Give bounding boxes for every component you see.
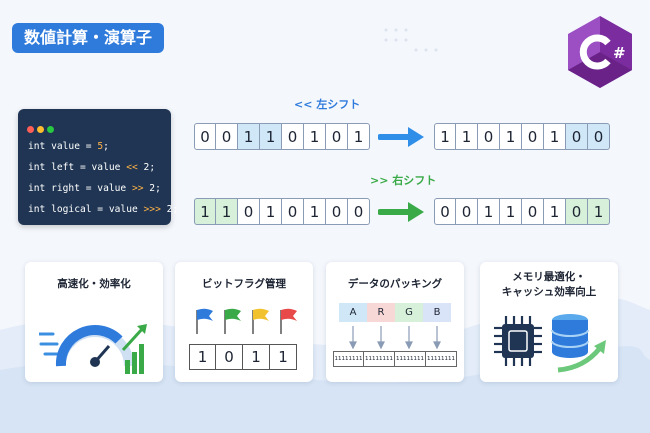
channel-b: B xyxy=(423,303,451,322)
code-line: int value = 5; xyxy=(28,136,178,157)
channel-r: R xyxy=(367,303,395,322)
bit-cell: 1 xyxy=(588,198,610,225)
channel-a: A xyxy=(339,303,367,322)
code-window: int value = 5; int left = value << 2; in… xyxy=(18,109,178,225)
cpu-memory-icon xyxy=(494,314,606,373)
bit-cell: 0 xyxy=(348,198,370,225)
page-title: 数値計算・演算子 xyxy=(12,23,165,53)
bit-cell: 1 xyxy=(304,198,326,225)
code-operator: >>> xyxy=(143,204,161,215)
channel-g: G xyxy=(395,303,423,322)
bit-cell: 0 xyxy=(456,198,478,225)
byte-cell: 11111111 xyxy=(426,351,457,367)
bit-cell: 1 xyxy=(500,123,522,150)
minimize-dot xyxy=(37,126,44,133)
bit-cell: 1 xyxy=(304,123,326,150)
bit-cell: 1 xyxy=(260,198,282,225)
code-text: 2; xyxy=(137,162,156,173)
right-shift-label: >> 右シフト xyxy=(370,174,437,187)
bit-cell: 0 xyxy=(478,123,500,150)
maximize-dot xyxy=(47,126,54,133)
bit-cell: 0 xyxy=(282,198,304,225)
code-line: int right = value >> 2; xyxy=(28,178,178,199)
card-title-line: キャッシュ効率向上 xyxy=(501,286,597,298)
bit-cell: 0 xyxy=(566,123,588,150)
flag-bits: 1 0 1 1 xyxy=(189,344,297,370)
card-title-line: メモリ最適化・ xyxy=(512,271,586,283)
bit-cell: 0 xyxy=(282,123,304,150)
bit-cell: 0 xyxy=(216,123,238,150)
code-text: ; xyxy=(103,141,109,152)
code-text: 2; xyxy=(160,204,179,215)
card-title: データのパッキング xyxy=(347,278,443,290)
flag-bit: 1 xyxy=(243,344,270,370)
bit-cell: 0 xyxy=(326,198,348,225)
flag-bit: 1 xyxy=(189,344,216,370)
code-operator: << xyxy=(126,162,138,173)
code-operator: 5 xyxy=(97,141,104,152)
bit-cell: 1 xyxy=(456,123,478,150)
card-title: ビットフラグ管理 xyxy=(202,278,286,290)
window-controls xyxy=(27,118,57,137)
down-arrows-icon xyxy=(349,326,441,350)
close-dot xyxy=(27,126,34,133)
bit-cell: 1 xyxy=(238,123,260,150)
bit-cell: 1 xyxy=(500,198,522,225)
flag-bit: 1 xyxy=(270,344,297,370)
code-text: int left = value xyxy=(28,162,127,173)
byte-cell: 11111111 xyxy=(395,351,426,367)
bit-cell: 1 xyxy=(260,123,282,150)
bit-cell: 0 xyxy=(194,123,216,150)
bit-cell: 1 xyxy=(478,198,500,225)
code-line: int logical = value >>> 2; xyxy=(28,199,178,220)
bit-cell: 0 xyxy=(522,198,544,225)
svg-text:#: # xyxy=(613,44,626,62)
bit-cell: 0 xyxy=(326,123,348,150)
speedometer-icon xyxy=(39,324,147,374)
argb-channels: A R G B xyxy=(339,303,451,322)
bit-cell: 1 xyxy=(216,198,238,225)
bit-cell: 0 xyxy=(566,198,588,225)
packed-bytes: 11111111 11111111 11111111 11111111 xyxy=(333,351,457,367)
code-text: 2; xyxy=(143,183,161,194)
card-title: 高速化・効率化 xyxy=(57,278,131,290)
code-text: int right = value xyxy=(28,183,132,194)
card-speed: 高速化・効率化 xyxy=(25,262,163,382)
bit-cell: 1 xyxy=(194,198,216,225)
byte-cell: 11111111 xyxy=(364,351,395,367)
byte-cell: 11111111 xyxy=(333,351,364,367)
bit-cell: 0 xyxy=(522,123,544,150)
card-data-packing: データのパッキング A R G B 11111111 11111111 1111… xyxy=(326,262,464,382)
bit-cell: 1 xyxy=(544,123,566,150)
bit-cell: 1 xyxy=(348,123,370,150)
code-operator: >> xyxy=(131,183,144,194)
card-memory: メモリ最適化・ キャッシュ効率向上 xyxy=(480,262,618,382)
flag-bit: 0 xyxy=(216,344,243,370)
flags-icon xyxy=(196,308,297,334)
left-shift-label: << 左シフト xyxy=(294,98,361,111)
code-text: int value = xyxy=(28,141,98,152)
right-arrow-icon xyxy=(378,202,424,222)
code-text: int logical = value xyxy=(28,204,144,215)
bit-cell: 0 xyxy=(434,198,456,225)
right-arrow-icon xyxy=(378,127,424,147)
card-title: メモリ最適化・ キャッシュ効率向上 xyxy=(480,270,618,300)
card-bit-flags: ビットフラグ管理 1 0 1 1 xyxy=(175,262,313,382)
code-line: int left = value << 2; xyxy=(28,157,178,178)
csharp-logo-icon: # xyxy=(568,16,632,88)
bit-cell: 0 xyxy=(238,198,260,225)
bit-cell: 1 xyxy=(434,123,456,150)
bit-cell: 0 xyxy=(588,123,610,150)
bit-cell: 1 xyxy=(544,198,566,225)
